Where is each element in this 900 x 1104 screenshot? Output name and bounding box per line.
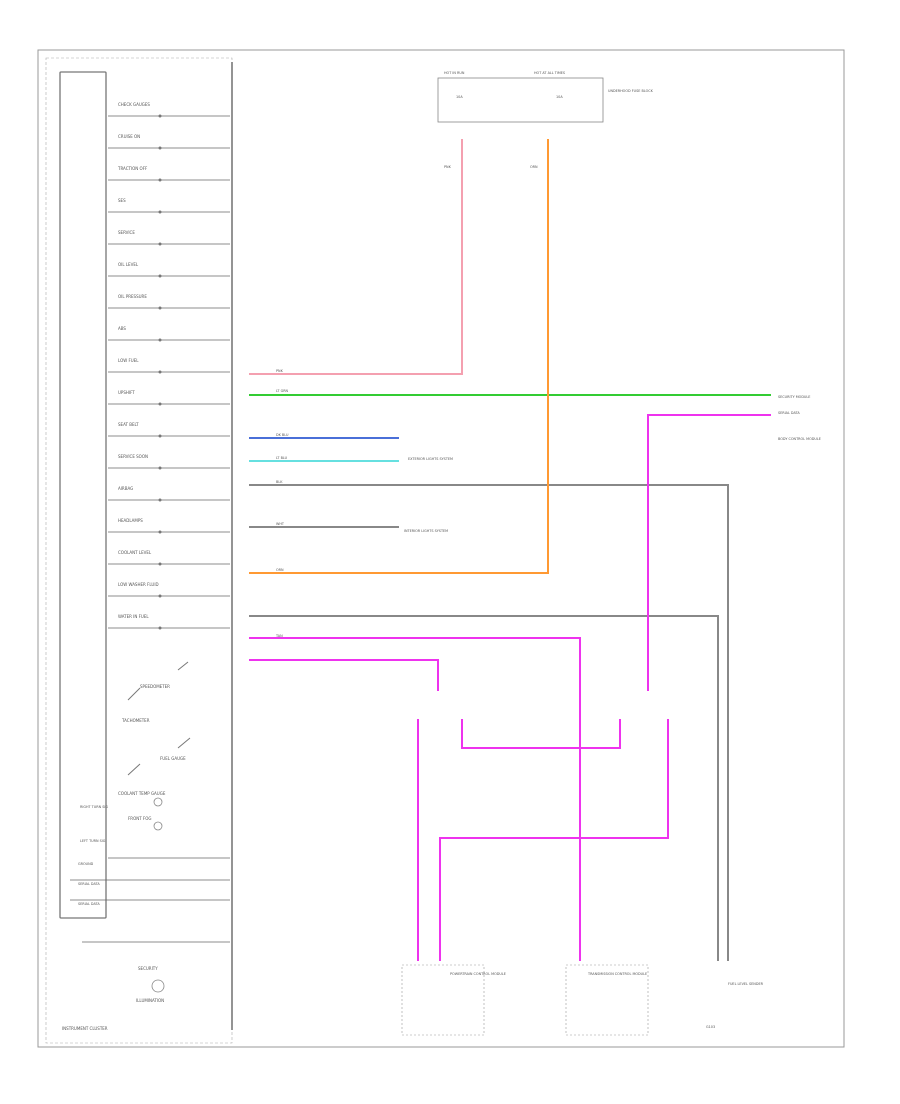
indicator-diode-icon [158, 242, 162, 246]
indicator-label: SES [118, 198, 126, 203]
magenta-wire-1 [249, 637, 581, 961]
indicator-diode-icon [158, 530, 162, 534]
bulb-symbols [151, 797, 165, 993]
bottom-leads [70, 857, 230, 943]
green-wire-code: LT GRN [276, 389, 289, 393]
indicator-label: SEAT BELT [118, 422, 139, 427]
indicator-label: UPSHIFT [118, 390, 135, 395]
indicator-diode-icon [158, 114, 162, 118]
indicator-label: LOW FUEL [118, 358, 139, 363]
power-label-ground: GROUND [78, 862, 94, 866]
orange-wire [249, 139, 549, 574]
indicator-diode-icon [158, 594, 162, 598]
pcm-label: POWERTRAIN CONTROL MODULE [450, 972, 506, 976]
indicator-label: TRACTION OFF [117, 166, 148, 171]
power-label-left-turn: LEFT TURN SIG [80, 839, 106, 843]
fuse-right-rating: 10A [556, 95, 563, 99]
tcm-box [565, 964, 649, 1036]
indicator-diode-icon [158, 210, 162, 214]
power-label-right-turn: RIGHT TURN SIG [80, 805, 108, 809]
indicator-label: HEADLAMPS [118, 518, 143, 523]
indicator-diode-icon [158, 306, 162, 310]
indicator-diode-icon [158, 498, 162, 502]
indicator-label: CHECK GAUGES [118, 102, 150, 107]
indicator-label: OIL PRESSURE [118, 294, 147, 299]
fuse-block [437, 77, 604, 123]
power-label-serial-2: SERIAL DATA [78, 902, 100, 906]
fuse-right-label: HOT AT ALL TIMES [534, 71, 565, 75]
indicator-label: CRUISE ON [118, 134, 140, 139]
black-wire-code: BLK [276, 480, 283, 484]
interior-lights-label: INTERIOR LIGHTS SYSTEM [404, 529, 448, 533]
fuse-left-label: HOT IN RUN [444, 71, 465, 75]
security-label: SECURITY [138, 966, 158, 971]
indicator-label: SERVICE [118, 230, 135, 235]
magenta-wire-2 [249, 659, 439, 691]
indicator-diode-icon [158, 370, 162, 374]
black-wire-2 [249, 615, 719, 961]
indicator-diode-icon [158, 338, 162, 342]
black-wire-1 [249, 484, 729, 961]
body-control-label: BODY CONTROL MODULE [778, 437, 821, 441]
serial-data-label: SERIAL DATA [778, 411, 800, 415]
indicator-label: AIRBAG [118, 486, 133, 491]
cluster-boundary [45, 57, 233, 1044]
speedometer-label: SPEEDOMETER [140, 684, 170, 689]
tcm-label: TRANSMISSION CONTROL MODULE [587, 972, 647, 976]
pink-wire-code: PNK [276, 369, 284, 373]
power-label-serial-1: SERIAL DATA [78, 882, 100, 886]
front-fog-label: FRONT FOG [128, 816, 151, 821]
indicator-label: OIL LEVEL [118, 262, 139, 267]
indicator-diode-icon [158, 562, 162, 566]
blue-wire-code: DK BLU [276, 433, 289, 437]
outer-frame [37, 49, 845, 1048]
tan-wire-code: TAN [275, 634, 283, 638]
white-wire-code: WHT [276, 522, 285, 526]
coolant-temp-label: COOLANT TEMP GAUGE [118, 791, 166, 796]
security-module-label: SECURITY MODULE [778, 395, 810, 399]
indicator-rows: CHECK GAUGES CRUISE ON TRACTION OFF SES SERV… [108, 102, 230, 630]
indicator-label: WATER IN FUEL [118, 614, 149, 619]
ground-point-label: G103 [706, 1025, 715, 1029]
pcm-box [401, 964, 485, 1036]
cluster-title: INSTRUMENT CLUSTER [62, 1026, 108, 1031]
indicator-diode-icon [158, 402, 162, 406]
magenta-wire-7 [439, 719, 669, 961]
cluster-ground-strip [59, 71, 107, 919]
indicator-label: ABS [118, 326, 126, 331]
indicator-diode-icon [158, 146, 162, 150]
fuse-right-wire: ORN [530, 165, 538, 169]
indicator-diode-icon [158, 178, 162, 182]
fuse-box-label: UNDERHOOD FUSE BLOCK [608, 89, 654, 93]
fuse-left-rating: 10A [456, 95, 463, 99]
illumination-label: ILLUMINATION [136, 998, 164, 1003]
indicator-diode-icon [158, 434, 162, 438]
cyan-wire-code: LT BLU [276, 456, 288, 460]
magenta-wire-5 [461, 719, 621, 749]
fuel-gauge-label: FUEL GAUGE [160, 756, 186, 761]
indicator-label: LOW WASHER FLUID [118, 582, 159, 587]
wires [249, 139, 771, 961]
indicator-diode-icon [158, 466, 162, 470]
indicator-label: SERVICE SOON [118, 454, 148, 459]
exterior-lights-label: EXTERIOR LIGHTS SYSTEM [408, 457, 453, 461]
pink-wire [249, 139, 463, 375]
fuse-left-wire: PNK [444, 165, 452, 169]
orange-wire-code: ORN [276, 568, 284, 572]
indicator-label: COOLANT LEVEL [118, 550, 152, 555]
tachometer-label: TACHOMETER [121, 718, 150, 723]
speedometer-symbol [127, 661, 191, 776]
indicator-diode-icon [158, 274, 162, 278]
indicator-diode-icon [158, 626, 162, 630]
fuel-sender-label: FUEL LEVEL SENDER [728, 982, 764, 986]
